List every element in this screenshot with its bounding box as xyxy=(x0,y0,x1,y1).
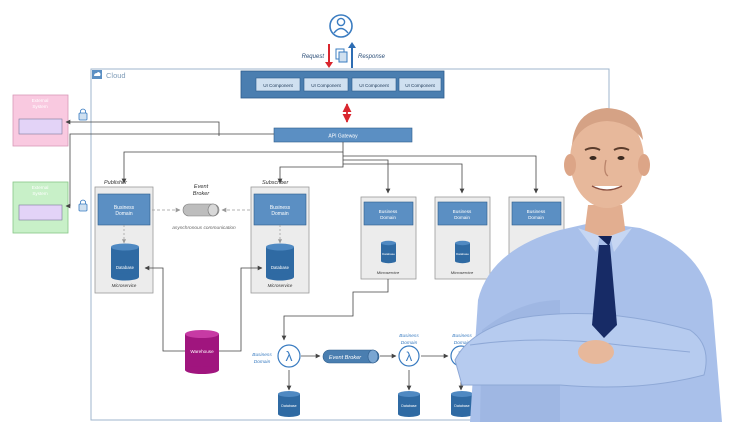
serverless-database: Database xyxy=(398,391,420,417)
publisher-title: Publisher xyxy=(104,180,128,186)
lambda-icon: λ xyxy=(398,345,420,367)
response-label: Response xyxy=(358,54,386,60)
publisher-domain-box xyxy=(97,193,151,226)
svg-text:Microservice: Microservice xyxy=(451,270,474,275)
ui-component: UI Component xyxy=(255,77,301,92)
async-caption: asynchronous communication xyxy=(172,225,236,231)
lock-icon xyxy=(78,199,88,212)
cloud-icon xyxy=(92,70,102,79)
svg-text:Database: Database xyxy=(382,252,395,256)
svg-text:Database: Database xyxy=(454,404,469,408)
response-arrow xyxy=(348,42,356,68)
external-connectors xyxy=(65,119,274,209)
publisher-database xyxy=(111,243,139,281)
request-label: Request xyxy=(302,54,325,60)
warehouse-database xyxy=(185,330,219,374)
request-arrow xyxy=(325,44,333,68)
svg-text:Microservice: Microservice xyxy=(377,270,400,275)
warehouse-connectors xyxy=(144,265,263,352)
subscriber-domain-box xyxy=(253,193,307,226)
svg-text:Microservice: Microservice xyxy=(112,283,137,288)
svg-text:Microservice: Microservice xyxy=(268,283,293,288)
svg-text:Database: Database xyxy=(271,265,290,270)
serverless-database: Database xyxy=(451,391,473,417)
svg-text:Database: Database xyxy=(401,404,416,408)
svg-text:UI Component: UI Component xyxy=(405,83,435,88)
svg-text:λ: λ xyxy=(406,349,413,364)
svg-text:Database: Database xyxy=(456,252,469,256)
ui-component: UI Component xyxy=(351,77,397,92)
event-broker-queue xyxy=(182,203,220,217)
event-broker-bottom xyxy=(322,349,380,364)
presenter-photo xyxy=(454,108,722,422)
cloud-label: Cloud xyxy=(106,71,126,80)
svg-text:UI Component: UI Component xyxy=(359,83,389,88)
api-gateway-label: API Gateway xyxy=(328,134,358,140)
svg-text:Database: Database xyxy=(116,265,135,270)
serverless-database: Database xyxy=(278,391,300,417)
warehouse-label: Warehouse xyxy=(190,349,214,354)
lock-icon xyxy=(78,108,88,121)
svg-text:UI Component: UI Component xyxy=(263,83,293,88)
document-icon xyxy=(335,48,348,63)
event-broker-bottom-label: Event Broker xyxy=(329,355,362,361)
svg-text:λ: λ xyxy=(286,348,293,364)
lambda-icon: λ xyxy=(277,344,301,368)
svg-text:UI Component: UI Component xyxy=(311,83,341,88)
svg-text:Database: Database xyxy=(281,404,296,408)
user-icon xyxy=(329,14,353,38)
ui-component: UI Component xyxy=(398,77,442,92)
ui-component: UI Component xyxy=(303,77,349,92)
subscriber-title: Subscriber xyxy=(262,180,289,186)
subscriber-database xyxy=(266,243,294,281)
gateway-connectors xyxy=(121,142,539,194)
